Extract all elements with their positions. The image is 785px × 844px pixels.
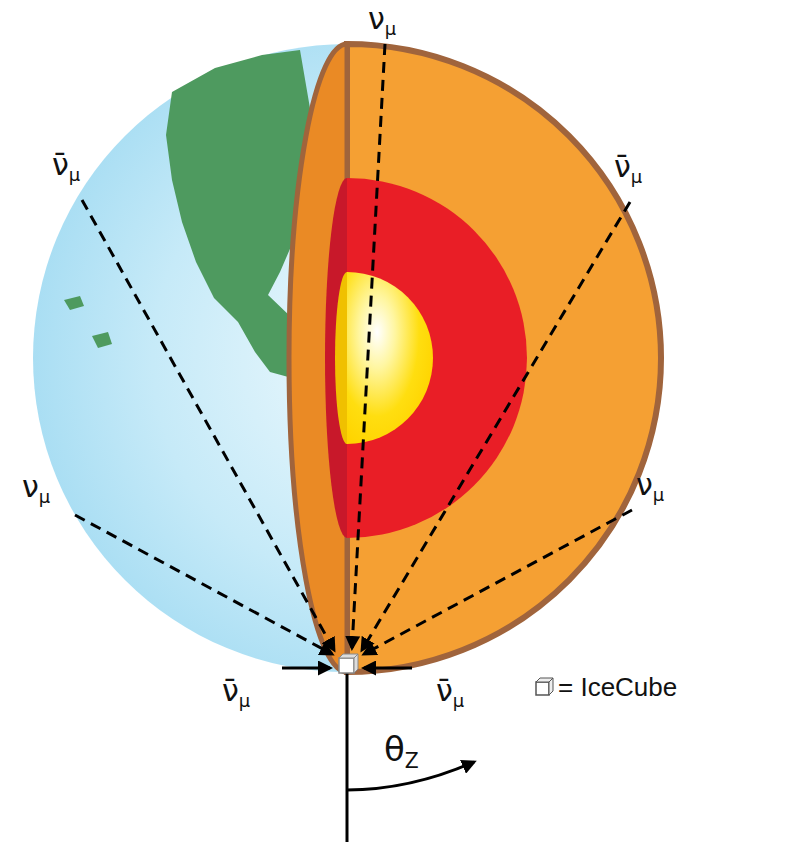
neutrino-path (82, 200, 334, 650)
legend-entry: = IceCube (558, 674, 677, 700)
antineutrino-label: ν̄μ (52, 150, 80, 180)
nadir-axis (346, 672, 349, 842)
neutrino-label: νμ (636, 470, 664, 500)
neutrino-path (352, 44, 385, 648)
neutrino-label: νμ (368, 4, 396, 34)
antineutrino-label: ν̄μ (436, 676, 464, 706)
neutrino-label: νμ (22, 472, 50, 502)
icecube-icon (339, 654, 358, 673)
island (64, 296, 84, 310)
icecube-cube (339, 658, 354, 673)
neutrino-paths (75, 44, 632, 654)
legend-cube-side (536, 678, 553, 695)
legend-icon (536, 678, 553, 695)
icecube-cube-side (339, 654, 358, 673)
horizontal-arrow (364, 667, 412, 670)
inner-core (347, 272, 433, 444)
cut-face (289, 44, 347, 672)
inner-core-face (335, 272, 347, 444)
antineutrino-label: ν̄μ (614, 152, 642, 182)
ocean-hemisphere (33, 44, 661, 672)
legend-cube (536, 682, 549, 695)
legend-text: = IceCube (558, 672, 677, 702)
neutrino-path (364, 510, 632, 654)
mantle (347, 44, 661, 672)
angle-label: θZ (384, 732, 419, 766)
outer-core-face (325, 178, 347, 538)
horizontal-arrow (282, 667, 330, 670)
antineutrino-label: ν̄μ (222, 676, 250, 706)
island (92, 332, 112, 348)
neutrino-path (75, 515, 332, 654)
